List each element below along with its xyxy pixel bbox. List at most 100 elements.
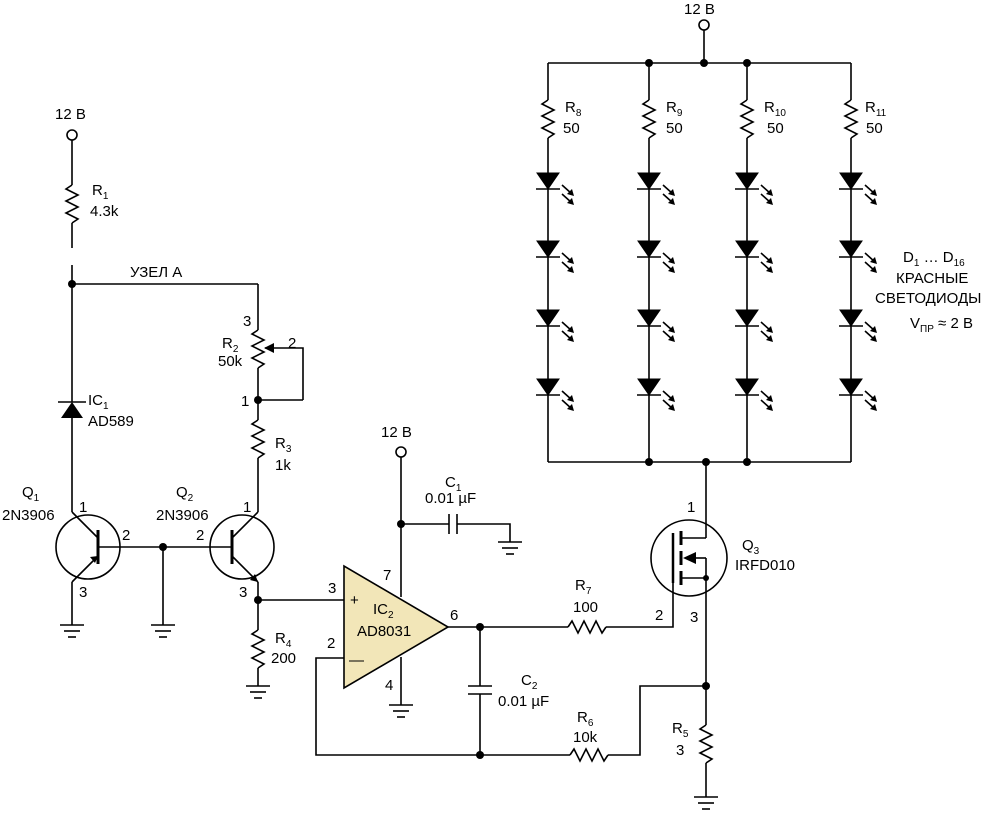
ic2-pin3: 3 (328, 580, 336, 597)
capacitor-c1 (448, 514, 458, 534)
q2-pin2: 2 (196, 527, 204, 544)
led-3-2 (735, 240, 759, 258)
r6-value: 10k (573, 729, 598, 746)
r4-value: 200 (271, 650, 296, 667)
supply-label: 12 В (684, 1, 715, 18)
transistor-q1 (55, 511, 163, 583)
q2-pin1: 1 (243, 499, 251, 516)
resistor-r9 (641, 99, 657, 139)
r2-pin3: 3 (243, 313, 251, 330)
led-range-label: D1 … D16 (903, 249, 965, 269)
r11-label: R11 (865, 99, 887, 119)
r4-label: R4 (275, 630, 292, 650)
led-1-2 (536, 240, 560, 258)
c1-label: C1 (445, 474, 462, 494)
ground-opamp (389, 704, 413, 718)
r2-pin2: 2 (288, 335, 296, 352)
q3-pin2: 2 (655, 607, 663, 624)
led-3-4 (735, 378, 759, 396)
q3-part: IRFD010 (735, 557, 795, 574)
ground-c1 (498, 541, 522, 555)
r2-label: R2 (222, 335, 239, 355)
resistor-r5 (698, 724, 714, 764)
c2-label: C2 (521, 672, 538, 692)
led-1-1 (536, 172, 560, 190)
ic2-pin7: 7 (383, 567, 391, 584)
ic2-pin4: 4 (385, 677, 393, 694)
ground-q1 (60, 624, 84, 638)
ic1-label: IC1 (88, 392, 109, 412)
led-type-label: СВЕТОДИОДЫ (875, 290, 981, 307)
ic2-label: IC2 (373, 601, 394, 621)
r2-value: 50k (218, 353, 243, 370)
q2-part: 2N3906 (156, 507, 209, 524)
supply-label: 12 В (381, 424, 412, 441)
potentiometer-r2 (250, 329, 266, 369)
c2-value: 0.01 µF (498, 693, 549, 710)
r9-label: R9 (666, 99, 683, 119)
c1-value: 0.01 µF (425, 490, 476, 507)
r10-label: R10 (764, 99, 786, 119)
q1-pin3: 3 (79, 584, 87, 601)
r7-value: 100 (573, 599, 598, 616)
led-2-2 (637, 240, 661, 258)
led-3-3 (735, 309, 759, 327)
led-vf-label: VПР ≈ 2 В (910, 315, 973, 335)
led-2-3 (637, 309, 661, 327)
r3-label: R3 (275, 435, 292, 455)
q1-pin1: 1 (79, 499, 87, 516)
ic2-pin6: 6 (450, 607, 458, 624)
led-color-label: КРАСНЫЕ (896, 270, 968, 287)
resistor-r6 (569, 747, 609, 763)
transistor-q2 (209, 511, 275, 583)
q1-part: 2N3906 (2, 507, 55, 524)
ground-r5 (694, 796, 718, 810)
resistor-r10 (739, 99, 755, 139)
ic1-part: AD589 (88, 413, 134, 430)
led-4-2 (839, 240, 863, 258)
capacitor-c2 (468, 685, 492, 695)
resistor-r8 (540, 99, 556, 139)
q3-label: Q3 (742, 537, 760, 557)
resistor-r7 (567, 619, 607, 635)
mosfet-q3 (650, 519, 728, 597)
wiper-arrow (264, 343, 274, 353)
led-4-4 (839, 378, 863, 396)
q2-pin3: 3 (239, 584, 247, 601)
ic2-plus: + (350, 592, 359, 609)
r6-label: R6 (577, 709, 594, 729)
q3-pin3: 3 (690, 609, 698, 626)
led-1-3 (536, 309, 560, 327)
r11-value: 50 (866, 120, 883, 137)
node-a-label: УЗЕЛ A (130, 264, 182, 281)
ground-r4 (246, 685, 270, 699)
supply-12v-left: 12 В (55, 106, 86, 141)
r9-value: 50 (666, 120, 683, 137)
r2-pin1: 1 (241, 393, 249, 410)
r1-label: R1 (92, 182, 109, 202)
led-2-4 (637, 378, 661, 396)
diode-ic1 (58, 401, 86, 418)
ic2-minus: — (349, 652, 364, 669)
r8-label: R8 (565, 99, 582, 119)
led-2-1 (637, 172, 661, 190)
led-4-3 (839, 309, 863, 327)
supply-12v-leds: 12 В (684, 1, 715, 31)
opamp-ic2 (343, 564, 450, 690)
ic2-part: AD8031 (357, 623, 411, 640)
q2-label: Q2 (176, 484, 194, 504)
r10-value: 50 (767, 120, 784, 137)
supply-label: 12 В (55, 106, 86, 123)
r5-value: 3 (676, 742, 684, 759)
resistor-r3 (250, 419, 266, 459)
r5-label: R5 (672, 720, 689, 740)
r8-value: 50 (563, 120, 580, 137)
led-3-1 (735, 172, 759, 190)
ic2-pin2: 2 (327, 635, 335, 652)
resistor-r4 (250, 629, 266, 669)
q1-label: Q1 (22, 484, 40, 504)
q3-pin1: 1 (687, 499, 695, 516)
led-1-4 (536, 378, 560, 396)
led-4-1 (839, 172, 863, 190)
